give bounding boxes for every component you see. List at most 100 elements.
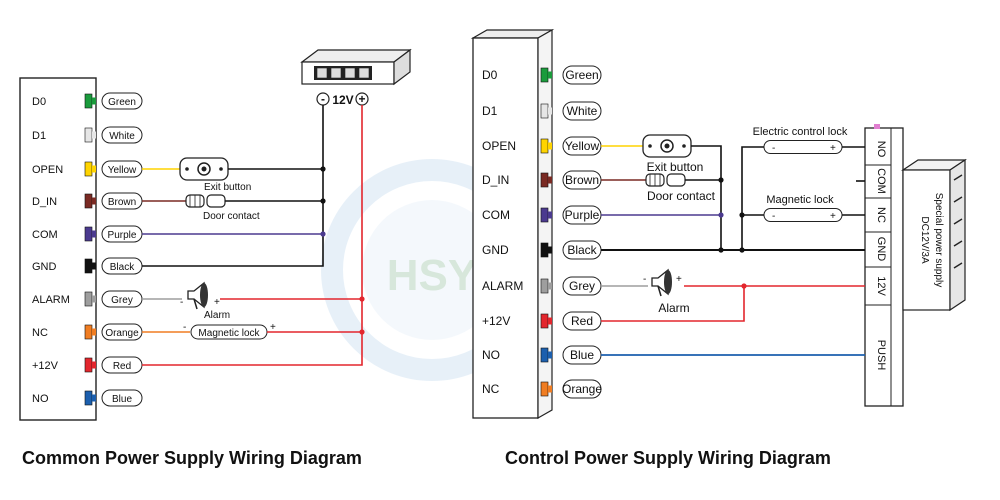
right-terminal-alarm: ALARM xyxy=(482,279,523,293)
right-electric-lock-plus: + xyxy=(830,143,836,154)
right-connector-yellow xyxy=(540,138,549,154)
left-wire-tag-white-box xyxy=(101,126,143,144)
left-alarm-plus: + xyxy=(214,297,220,308)
left-wire-tag-grey-label: Grey xyxy=(111,295,133,306)
right-connector-grey xyxy=(540,278,549,294)
left-psu-plus: + xyxy=(358,92,365,106)
left-connector-orange-tip xyxy=(92,328,96,336)
left-connector-purple xyxy=(84,226,93,242)
right-connector-green xyxy=(540,67,549,83)
left-wire-tag-brown-label: Brown xyxy=(108,197,136,208)
left-terminal-12v: +12V xyxy=(32,360,59,372)
right-psu-terminal-com: COM xyxy=(875,168,887,194)
left-maglock-minus: - xyxy=(183,322,186,333)
right-junction-door xyxy=(718,177,724,183)
right-door-contact-part-b xyxy=(666,173,686,187)
right-connector-blue xyxy=(540,347,549,363)
right-wire-elock-neg xyxy=(741,146,764,250)
right-connector-white-tip xyxy=(548,107,552,115)
caption-control-power: Control Power Supply Wiring Diagram xyxy=(505,448,831,468)
right-wire-tag-white-label: White xyxy=(567,104,598,118)
right-terminal-gnd: GND xyxy=(482,243,509,257)
right-connector-red xyxy=(540,313,549,329)
left-alarm-stand xyxy=(193,298,198,310)
right-terminal-com: COM xyxy=(482,208,510,222)
left-exit-button-button-dot xyxy=(201,166,207,172)
left-maglock-plus: + xyxy=(270,322,276,333)
right-connector-red-tip xyxy=(548,317,552,325)
left-psu-terminal-block xyxy=(314,66,372,80)
left-terminal-no: NO xyxy=(32,393,49,405)
left-wire-tag-yellow-label: Yellow xyxy=(108,165,137,176)
left-psu-minus: - xyxy=(321,92,325,106)
left-terminal-gnd: GND xyxy=(32,261,57,273)
left-psu-side xyxy=(393,48,411,86)
right-wire-tag-black-label: Black xyxy=(567,243,597,257)
watermark-disc xyxy=(362,200,502,340)
left-psu-screw xyxy=(358,67,370,79)
left-door-contact-part-b xyxy=(206,194,226,208)
right-psu-terminal-12v: 12V xyxy=(875,276,887,296)
right-psu-label-1: DC12V/3A xyxy=(919,216,930,264)
right-connector-blue-tip xyxy=(548,351,552,359)
left-magnetic-lock-label: Magnetic lock xyxy=(198,328,260,339)
right-alarm-plus: + xyxy=(676,274,682,285)
right-psu-vent xyxy=(953,262,963,269)
left-exit-button-label: Exit button xyxy=(204,182,251,193)
right-exit-button-button-dot xyxy=(664,143,670,149)
right-wire-red xyxy=(601,286,745,322)
right-wire-tag-blue-label: Blue xyxy=(570,348,594,362)
right-connector-purple xyxy=(540,207,549,223)
left-connector-green xyxy=(84,93,93,109)
right-door-contact-label: Door contact xyxy=(647,189,716,203)
right-exit-button-screw2 xyxy=(682,144,686,148)
right-junction-gnd-2 xyxy=(739,247,745,253)
left-connector-orange xyxy=(84,324,93,340)
left-wire-black-gnd xyxy=(142,105,324,267)
right-junction-mlock xyxy=(739,212,745,218)
right-psu-vent xyxy=(953,240,963,247)
right-terminal-open: OPEN xyxy=(482,139,516,153)
right-connector-black-tip xyxy=(548,246,552,254)
left-connector-green-tip xyxy=(92,97,96,105)
left-terminal-alarm: ALARM xyxy=(32,294,70,306)
right-connector-orange xyxy=(540,381,549,397)
right-wire-tag-orange-label: Orange xyxy=(562,382,602,396)
left-connector-black-tip xyxy=(92,262,96,270)
left-psu-screw xyxy=(330,67,342,79)
left-wire-tag-blue-box xyxy=(101,389,143,407)
left-connector-red-tip xyxy=(92,361,96,369)
left-wire-tag-blue-label: Blue xyxy=(112,394,132,405)
right-magnetic-lock-minus: - xyxy=(772,211,775,222)
left-connector-blue-tip xyxy=(92,394,96,402)
left-wire-tag-purple-label: Purple xyxy=(108,230,137,241)
left-terminal-com: COM xyxy=(32,229,58,241)
right-psu-vent xyxy=(953,218,963,225)
left-connector-white xyxy=(84,127,93,143)
right-connector-brown xyxy=(540,172,549,188)
left-wire-tag-red-label: Red xyxy=(113,361,131,372)
left-connector-white-tip xyxy=(92,131,96,139)
right-psu-terminal-push: PUSH xyxy=(875,340,887,371)
left-psu-screw xyxy=(316,67,328,79)
left-connector-brown xyxy=(84,193,93,209)
right-terminal-nc: NC xyxy=(482,382,500,396)
right-electric-lock-label: Electric control lock xyxy=(753,126,848,138)
left-psu-label: 12V xyxy=(332,93,353,107)
left-connector-purple-tip xyxy=(92,230,96,238)
caption-common-power: Common Power Supply Wiring Diagram xyxy=(22,448,362,468)
right-wire-tag-green-box xyxy=(562,65,602,85)
left-door-contact-label: Door contact xyxy=(203,211,260,222)
left-connector-yellow-tip xyxy=(92,165,96,173)
right-wire-tag-brown-label: Brown xyxy=(565,173,599,187)
right-terminal-d-in: D_IN xyxy=(482,173,509,187)
right-magnetic-lock-plus: + xyxy=(830,211,836,222)
left-exit-button-screw2 xyxy=(219,167,223,171)
left-wire-tag-orange-label: Orange xyxy=(105,328,139,339)
left-junction-maglock xyxy=(359,329,365,335)
right-wire-tag-grey-label: Grey xyxy=(569,279,595,293)
left-terminal-d0: D0 xyxy=(32,96,46,108)
right-psu-marker xyxy=(874,124,880,129)
